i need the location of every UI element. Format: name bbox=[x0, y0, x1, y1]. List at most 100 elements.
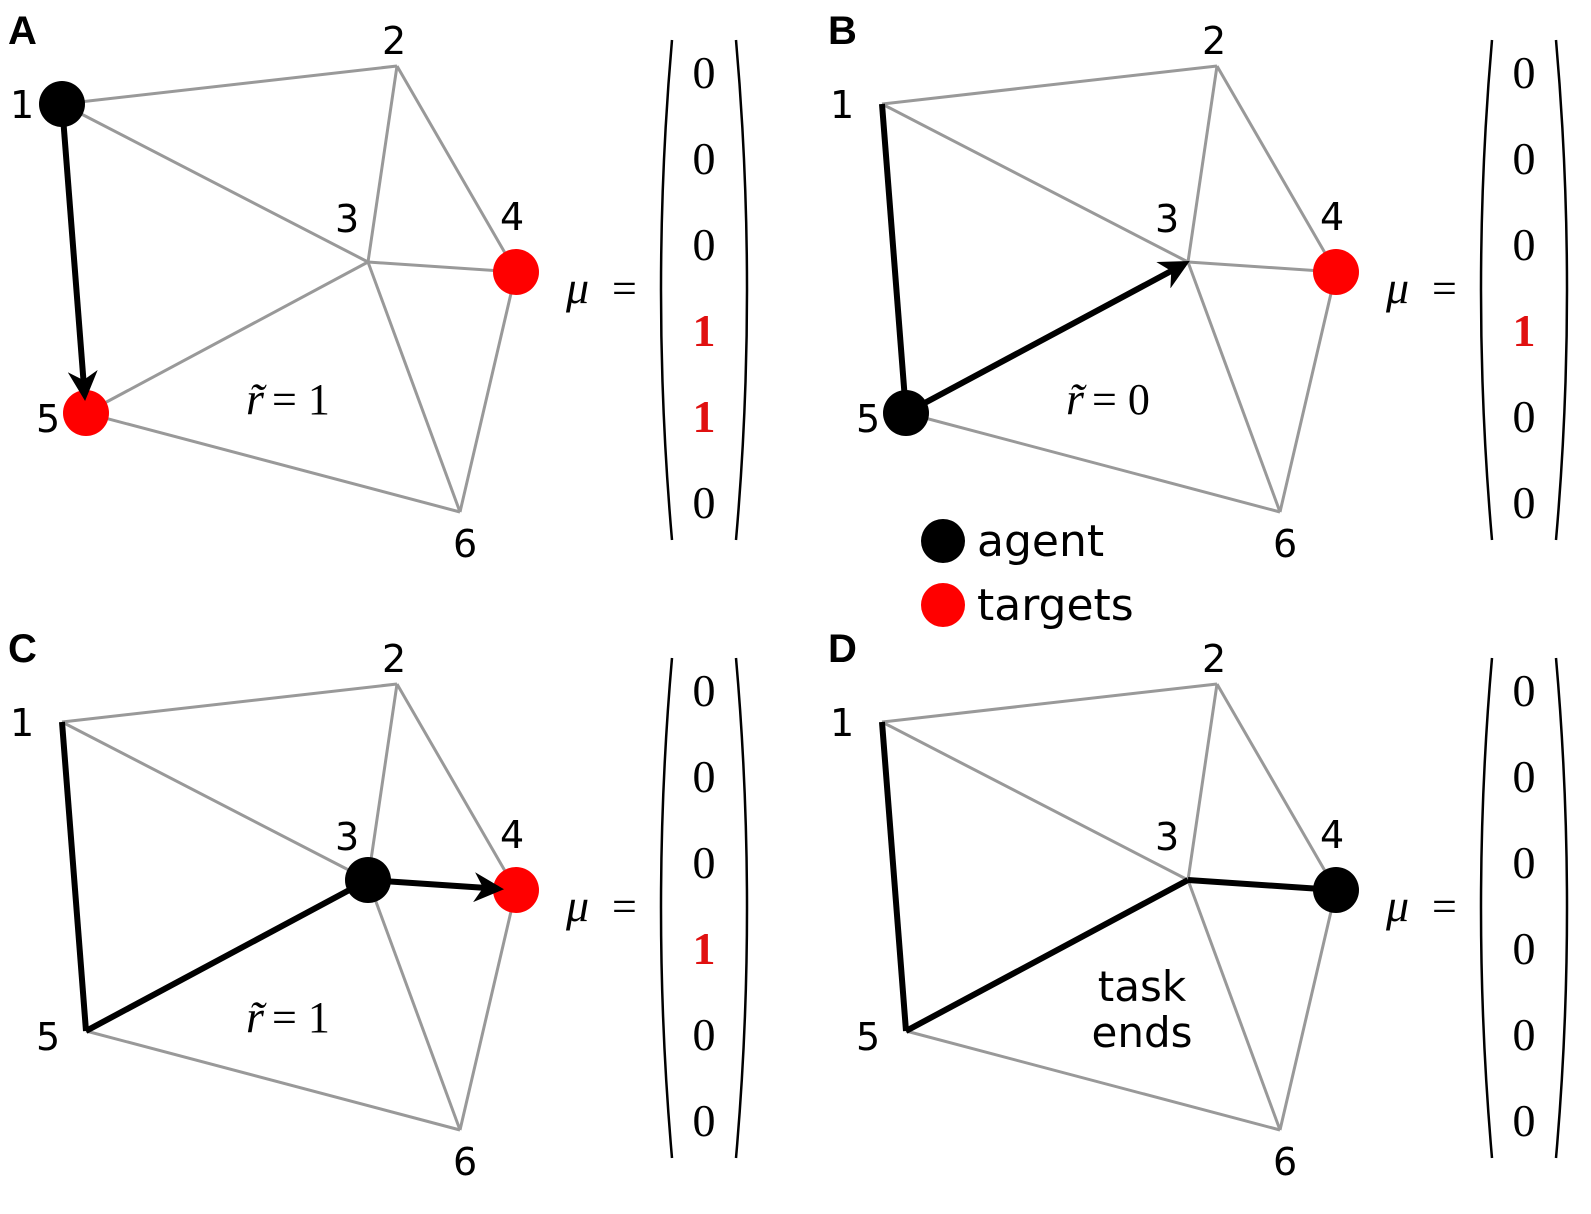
graph-edge-4-6 bbox=[1278, 889, 1338, 1131]
mu-entry-3: 0 bbox=[1513, 837, 1536, 888]
mu-symbol: μ⃗ bbox=[565, 262, 625, 313]
node-label-5: 5 bbox=[856, 1015, 880, 1059]
mu-entry-4: 1 bbox=[693, 923, 716, 974]
node-label-3: 3 bbox=[335, 815, 359, 859]
graph-edge-4-6 bbox=[458, 889, 518, 1131]
reward-value: = 0 bbox=[1092, 375, 1150, 424]
panel-letter: C bbox=[8, 627, 37, 671]
traversed-edge-1-5 bbox=[59, 721, 89, 1032]
node-label-1: 1 bbox=[10, 83, 34, 127]
node-label-3: 3 bbox=[335, 197, 359, 241]
mu-entry-5: 1 bbox=[693, 391, 716, 442]
graph-edge-3-4 bbox=[367, 260, 517, 274]
node-label-5: 5 bbox=[36, 1015, 60, 1059]
graph-edge-1-2 bbox=[61, 682, 398, 724]
traversed-edge-5-3 bbox=[904, 877, 1190, 1034]
node-label-1: 1 bbox=[830, 83, 854, 127]
mu-entry-1: 0 bbox=[693, 47, 716, 98]
mu-entry-4: 1 bbox=[693, 305, 716, 356]
mu-entry-6: 0 bbox=[693, 477, 716, 528]
reward-annotation: r̃= 0 bbox=[1066, 373, 1150, 424]
node-label-2: 2 bbox=[382, 19, 406, 63]
graph-edge-4-6 bbox=[1278, 271, 1338, 513]
mu-entry-1: 0 bbox=[1513, 47, 1536, 98]
mu-entry-1: 0 bbox=[693, 665, 716, 716]
node-label-1: 1 bbox=[830, 701, 854, 745]
mu-entry-5: 0 bbox=[1513, 1009, 1536, 1060]
task-ends-note-line: task bbox=[1098, 962, 1187, 1011]
legend-agent-dot bbox=[921, 519, 965, 563]
reward-symbol: r̃ bbox=[1066, 373, 1088, 424]
graph-edge-2-4 bbox=[395, 65, 518, 273]
graph-edge-5-6 bbox=[905, 1029, 1281, 1132]
mu-equals: = bbox=[612, 264, 637, 313]
node-label-3: 3 bbox=[1155, 197, 1179, 241]
mu-entry-4: 0 bbox=[1513, 923, 1536, 974]
graph-edge-1-2 bbox=[881, 64, 1218, 106]
traversed-edge-1-5 bbox=[879, 721, 909, 1032]
legend: agent targets bbox=[921, 516, 1134, 631]
reward-annotation: r̃= 1 bbox=[246, 373, 330, 424]
graph-edge-3-6 bbox=[366, 879, 462, 1131]
graph-edge-2-3 bbox=[1186, 683, 1219, 881]
graph-edge-3-5 bbox=[85, 260, 369, 415]
panel-letter: A bbox=[8, 9, 37, 53]
mu-entry-3: 0 bbox=[1513, 219, 1536, 270]
graph-edge-5-6 bbox=[85, 1029, 461, 1132]
mu-entry-4: 1 bbox=[1513, 305, 1536, 356]
node-label-5: 5 bbox=[856, 397, 880, 441]
graph-edge-2-4 bbox=[1215, 683, 1338, 891]
graph-edge-1-3 bbox=[881, 720, 1189, 882]
node-label-6: 6 bbox=[453, 522, 477, 566]
mu-entry-3: 0 bbox=[693, 219, 716, 270]
graph-edge-5-6 bbox=[85, 411, 461, 514]
target-node-4 bbox=[493, 249, 539, 295]
graph-edge-3-6 bbox=[1186, 879, 1282, 1131]
agent-node-4 bbox=[1313, 867, 1359, 913]
move-arrow-3-4 bbox=[367, 872, 505, 903]
mu-entry-3: 0 bbox=[693, 837, 716, 888]
legend-targets-label: targets bbox=[977, 580, 1134, 631]
mu-entry-6: 0 bbox=[1513, 1095, 1536, 1146]
node-label-3: 3 bbox=[1155, 815, 1179, 859]
mu-entry-5: 0 bbox=[693, 1009, 716, 1060]
mu-symbol: μ⃗ bbox=[1385, 880, 1445, 931]
node-label-5: 5 bbox=[36, 397, 60, 441]
panel-letter: D bbox=[828, 627, 857, 671]
legend-target-dot bbox=[921, 583, 965, 627]
reward-value: = 1 bbox=[272, 993, 330, 1042]
graph-edge-2-3 bbox=[366, 65, 399, 263]
graph-edge-2-3 bbox=[366, 683, 399, 881]
mu-equals: = bbox=[1432, 264, 1457, 313]
target-node-5 bbox=[63, 390, 109, 436]
node-label-2: 2 bbox=[1202, 19, 1226, 63]
graph-edge-1-2 bbox=[61, 64, 398, 106]
graph-edge-3-6 bbox=[366, 261, 462, 513]
graph-edge-3-4 bbox=[1187, 260, 1337, 274]
legend-agent-label: agent bbox=[977, 516, 1104, 567]
mu-symbol: μ⃗ bbox=[565, 880, 625, 931]
reward-symbol: r̃ bbox=[246, 991, 268, 1042]
panel-letter: B bbox=[828, 9, 857, 53]
node-label-4: 4 bbox=[1320, 813, 1344, 857]
graph-edge-4-6 bbox=[458, 271, 518, 513]
target-node-4 bbox=[493, 867, 539, 913]
graph-edge-2-4 bbox=[395, 683, 518, 891]
mu-symbol: μ⃗ bbox=[1385, 262, 1445, 313]
left-bracket bbox=[659, 657, 674, 1159]
mu-entry-2: 0 bbox=[1513, 133, 1536, 184]
target-node-4 bbox=[1313, 249, 1359, 295]
task-ends-note-line: ends bbox=[1091, 1008, 1192, 1057]
mu-entry-2: 0 bbox=[693, 751, 716, 802]
traversed-edge-1-5 bbox=[879, 103, 909, 414]
node-label-2: 2 bbox=[1202, 637, 1226, 681]
mu-entry-6: 0 bbox=[693, 1095, 716, 1146]
